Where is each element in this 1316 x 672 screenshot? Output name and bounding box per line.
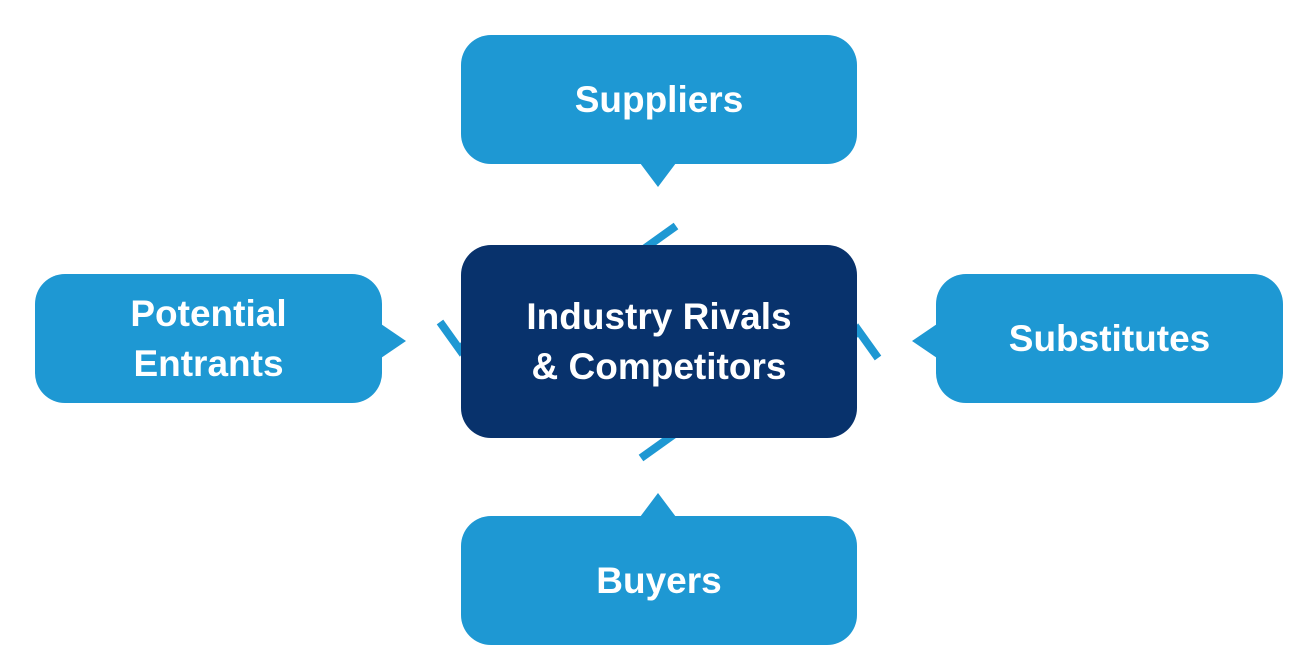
suppliers-box: Suppliers xyxy=(461,35,857,164)
entrants-callout-tail xyxy=(381,324,406,358)
buyers-box: Buyers xyxy=(461,516,857,645)
substitutes-box: Substitutes xyxy=(936,274,1283,403)
substitutes-label: Substitutes xyxy=(1008,317,1211,359)
substitutes-callout-tail xyxy=(912,324,937,358)
suppliers-callout-tail xyxy=(640,163,676,187)
buyers-label: Buyers xyxy=(596,559,722,601)
industry-rivals-label: Industry Rivals & Competitors xyxy=(526,295,792,387)
suppliers-label: Suppliers xyxy=(574,78,744,120)
buyers-callout-tail xyxy=(640,493,676,517)
industry-rivals-box: Industry Rivals & Competitors xyxy=(461,245,857,438)
potential-entrants-box: Potential Entrants xyxy=(35,274,382,403)
potential-entrants-label: Potential Entrants xyxy=(130,292,287,384)
